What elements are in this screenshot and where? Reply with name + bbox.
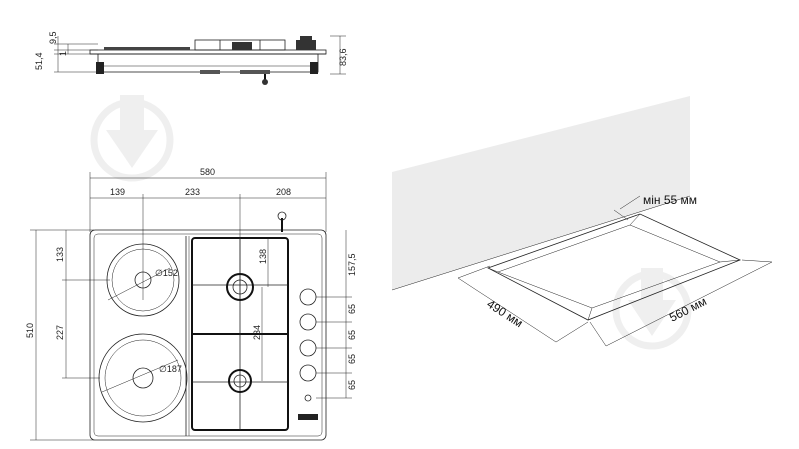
dim-col-left: 139 [110, 187, 125, 197]
burner-large-diameter: ∅187 [159, 364, 182, 374]
watermark-logo-right [612, 268, 692, 350]
side-dim-a: 9,5 [48, 31, 58, 44]
cutout-depth: 490 мм [484, 297, 525, 330]
dim-overall-width: 580 [200, 167, 215, 177]
top-view: ∅152 ∅187 580 139 233 [25, 167, 357, 441]
dim-gas-distance: 234 [252, 325, 262, 340]
burner-small-diameter: ∅152 [155, 268, 178, 278]
dim-knob-spacing-3: 65 [347, 354, 357, 364]
watermark-logo-left [90, 95, 174, 182]
side-dim-total: 83,6 [338, 48, 348, 66]
dim-col-right: 208 [276, 187, 291, 197]
dim-col-mid: 233 [185, 187, 200, 197]
side-view: 9,5 1 51,4 83,6 [34, 31, 348, 85]
cutout-min-wall: мін 55 мм [643, 193, 697, 207]
dim-height: 510 [25, 323, 35, 338]
side-dim-b: 1 [58, 51, 68, 56]
dim-row-bottom: 227 [55, 325, 65, 340]
dim-knob-spacing-1: 65 [347, 304, 357, 314]
dim-knob-spacing-4: 65 [347, 380, 357, 390]
dim-row-top: 133 [55, 247, 65, 262]
dim-gas-spacing: 138 [258, 249, 268, 264]
cutout-diagram: мін 55 мм 490 мм 560 мм [391, 96, 773, 347]
dim-knob-top-offset: 157,5 [347, 253, 357, 276]
dim-knob-spacing-2: 65 [347, 330, 357, 340]
side-dim-c: 51,4 [34, 52, 44, 70]
